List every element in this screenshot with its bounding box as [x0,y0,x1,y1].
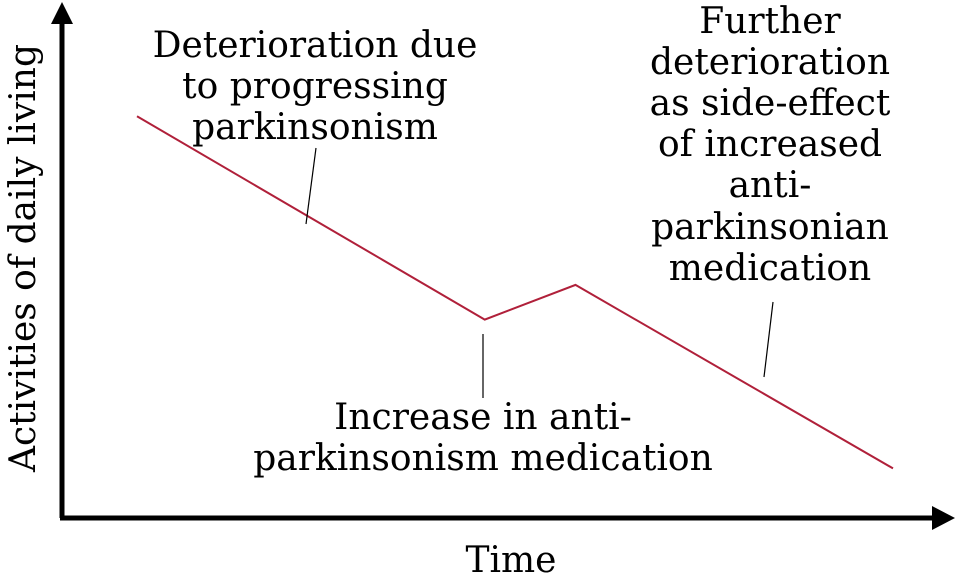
annotation-line: anti- [729,165,812,206]
annotation-deterioration: Deterioration due to progressing parkins… [153,25,478,148]
annotation-line: parkinsonism medication [253,438,713,479]
x-axis-label: Time [466,540,557,574]
annotation-line: parkinsonian [651,207,889,248]
series-line [136,115,894,470]
annotation-further: Further deterioration as side-effect of … [650,1,891,289]
annotation-line: of increased [658,124,882,165]
annotation-line: Increase in anti- [334,397,632,438]
annotation-line: Further [699,1,841,42]
leader-line-further [763,301,774,378]
leader-lines [305,147,774,398]
annotation-line: deterioration [650,42,890,83]
annotation-line: to progressing [182,66,448,107]
annotation-line: Deterioration due [153,25,478,66]
annotation-increase: Increase in anti- parkinsonism medicatio… [253,397,713,479]
annotation-line: parkinsonism [192,107,438,148]
leader-line-deterioration [305,147,317,225]
x-axis-arrowhead [932,506,955,530]
series-layer [136,115,894,470]
axes [51,2,955,530]
annotation-line: as side-effect [650,83,891,124]
y-axis-label: Activities of daily living [3,44,44,473]
annotation-line: medication [669,248,871,289]
y-axis-arrowhead [51,2,73,24]
